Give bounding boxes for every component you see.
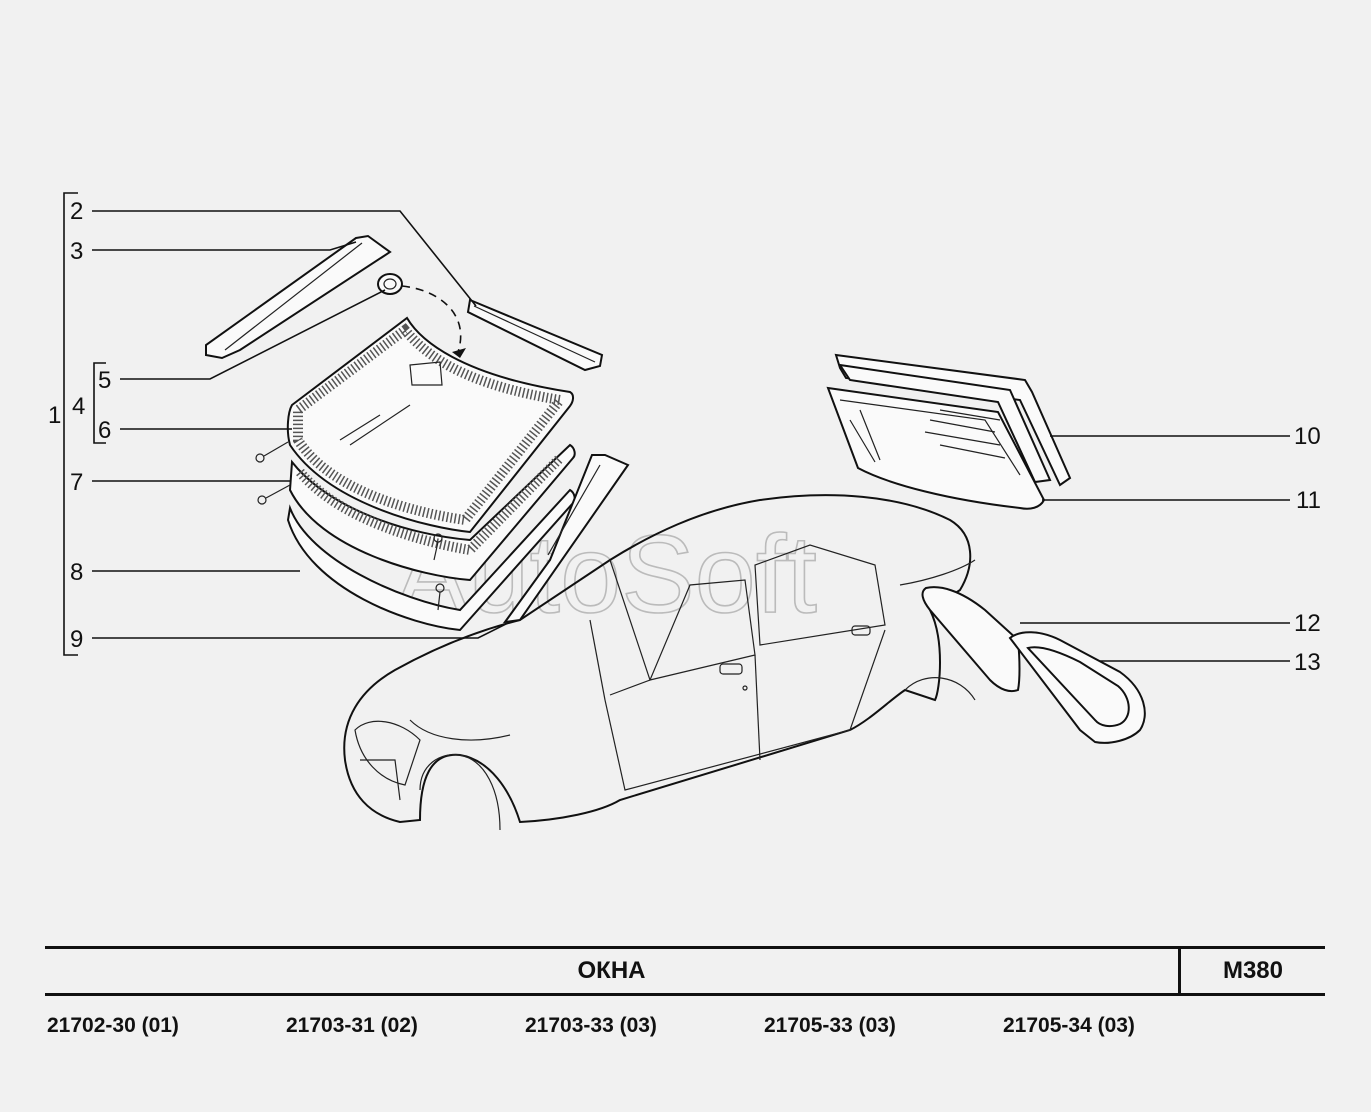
model-list: 21702-30 (01) 21703-31 (02) 21703-33 (03…	[47, 1014, 1297, 1044]
page-code: M380	[1222, 957, 1284, 984]
part-3-molding	[205, 234, 392, 360]
leader-lines	[92, 210, 1290, 662]
model-code: 21702-30 (01)	[47, 1014, 179, 1037]
model-code: 21703-33 (03)	[525, 1014, 657, 1037]
callout-2: 2	[70, 198, 83, 225]
title-block: ОКНА M380	[45, 946, 1325, 996]
group-bracket-1	[63, 192, 78, 656]
page-title: ОКНА	[45, 949, 1181, 993]
callout-10: 10	[1294, 423, 1321, 450]
callout-9: 9	[70, 626, 83, 653]
assembly-arrow-head	[452, 348, 466, 358]
callout-13: 13	[1294, 649, 1321, 676]
callout-11: 11	[1296, 487, 1321, 514]
callout-4: 4	[72, 393, 85, 420]
fasteners	[255, 441, 445, 611]
exploded-parts-diagram: AutoSoft	[48, 192, 1321, 831]
model-code: 21703-31 (02)	[286, 1014, 418, 1037]
part-11-rear-glass	[826, 386, 1046, 510]
model-code: 21705-34 (03)	[1003, 1014, 1135, 1037]
callout-6: 6	[98, 417, 111, 444]
part-5-clip	[377, 273, 403, 295]
part-2-seal-strip	[466, 298, 604, 372]
part-12-quarter-glass	[921, 586, 1021, 693]
part-9-pillar	[502, 454, 630, 624]
part-7-glass-layer	[288, 443, 576, 582]
assembly-arrow	[401, 285, 462, 353]
callout-7: 7	[70, 469, 83, 496]
part-6-windshield	[286, 316, 574, 534]
callout-1: 1	[48, 402, 61, 429]
callout-3: 3	[70, 238, 83, 265]
callout-12: 12	[1294, 610, 1321, 637]
part-13-quarter-seal	[1008, 631, 1146, 744]
callout-5: 5	[98, 367, 111, 394]
model-code: 21705-33 (03)	[764, 1014, 896, 1037]
group-bracket-4	[93, 362, 106, 444]
callout-8: 8	[70, 559, 83, 586]
